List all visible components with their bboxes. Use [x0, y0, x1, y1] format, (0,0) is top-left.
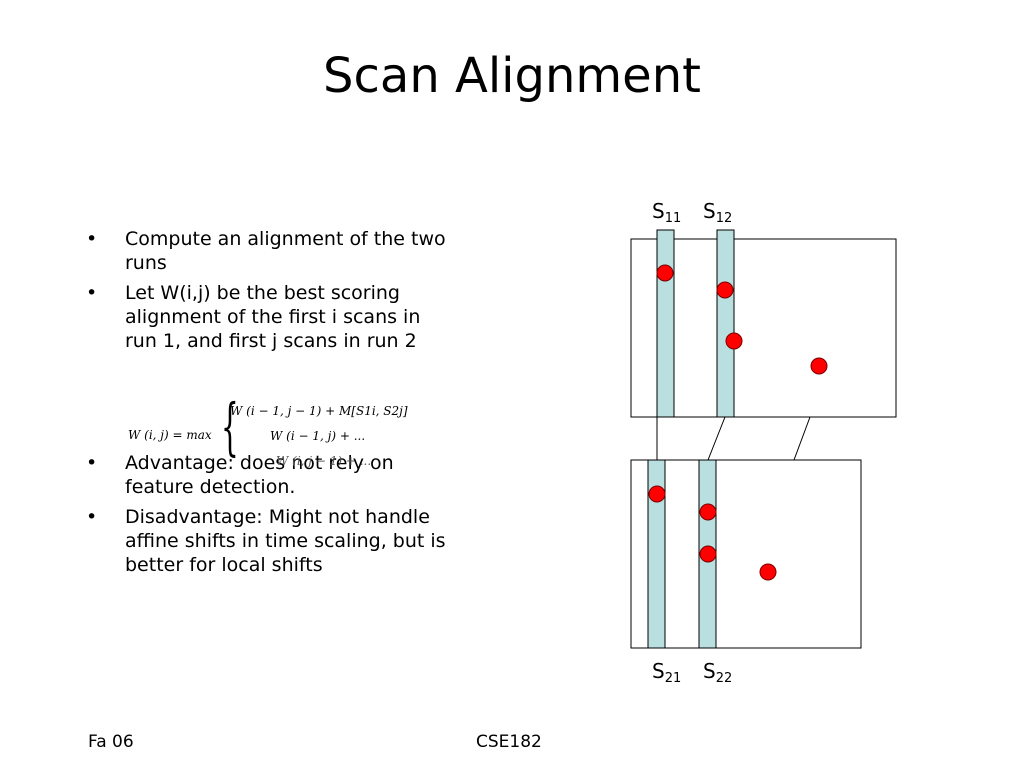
footer-center: CSE182: [476, 732, 542, 752]
bullet-line: Disadvantage: Might not handle: [125, 506, 430, 528]
peak-dot: [716, 281, 734, 299]
peak-dot: [648, 485, 666, 503]
scan-alignment-diagram: S11 S12 S21 S22: [630, 199, 897, 686]
bullet-line: Advantage: does not rely on: [125, 452, 394, 474]
formula-case-1: W (i − 1, j − 1) + M[S1i, S2j]: [230, 404, 408, 418]
bullet-line: better for local shifts: [125, 554, 323, 576]
alignment-link: [793, 416, 811, 461]
label-s12-sub: 12: [716, 211, 733, 226]
label-s21: S21: [652, 659, 681, 686]
run-2-box: [630, 459, 862, 649]
run-1-box: [630, 238, 897, 418]
bullet-marker: •: [86, 452, 98, 474]
peak-dot: [725, 332, 743, 350]
formula-lhs: W (i, j) = max: [128, 428, 212, 442]
bullet-line: affine shifts in time scaling, but is: [125, 530, 446, 552]
bullet-line: alignment of the first i scans in: [125, 306, 421, 328]
slide-title: Scan Alignment: [323, 48, 701, 104]
scan-strip-s21: [647, 459, 666, 649]
bullet-line: Let W(i,j) be the best scoring: [125, 282, 400, 304]
scan-strip-s11: [656, 229, 675, 418]
label-s22: S22: [703, 659, 732, 686]
bullet-item: • Compute an alignment of the two runs: [86, 227, 506, 275]
peak-dot: [656, 264, 674, 282]
bullet-item: • Disadvantage: Might not handle affine …: [86, 505, 506, 577]
bullet-item: • Let W(i,j) be the best scoring alignme…: [86, 281, 506, 353]
label-s21-sub: 21: [665, 671, 682, 686]
label-s11: S11: [652, 199, 681, 226]
bullet-line: feature detection.: [125, 476, 296, 498]
bullet-line: run 1, and first j scans in run 2: [125, 330, 417, 352]
bullet-marker: •: [86, 506, 98, 528]
bullet-item: • Advantage: does not rely on feature de…: [86, 451, 506, 499]
peak-dot: [699, 545, 717, 563]
peak-dot: [699, 503, 717, 521]
alignment-link: [707, 416, 726, 461]
bullet-marker: •: [86, 282, 98, 304]
peak-dot: [810, 357, 828, 375]
peak-dot: [759, 563, 777, 581]
label-s22-sub: 22: [716, 671, 733, 686]
formula-case-3: W (i, j − 1) + ...: [276, 454, 372, 468]
label-s11-sub: 11: [665, 211, 682, 226]
formula-case-2: W (i − 1, j) + ...: [270, 429, 366, 443]
label-s12: S12: [703, 199, 732, 226]
bullet-marker: •: [86, 228, 98, 250]
footer-left: Fa 06: [88, 732, 134, 752]
scan-strip-s12: [716, 229, 735, 418]
formula-brace: {: [221, 390, 239, 463]
recurrence-formula: W (i, j) = max { W (i − 1, j − 1) + M[S1…: [128, 396, 428, 469]
bullet-line: runs: [125, 252, 167, 274]
bullet-line: Compute an alignment of the two: [125, 228, 446, 250]
